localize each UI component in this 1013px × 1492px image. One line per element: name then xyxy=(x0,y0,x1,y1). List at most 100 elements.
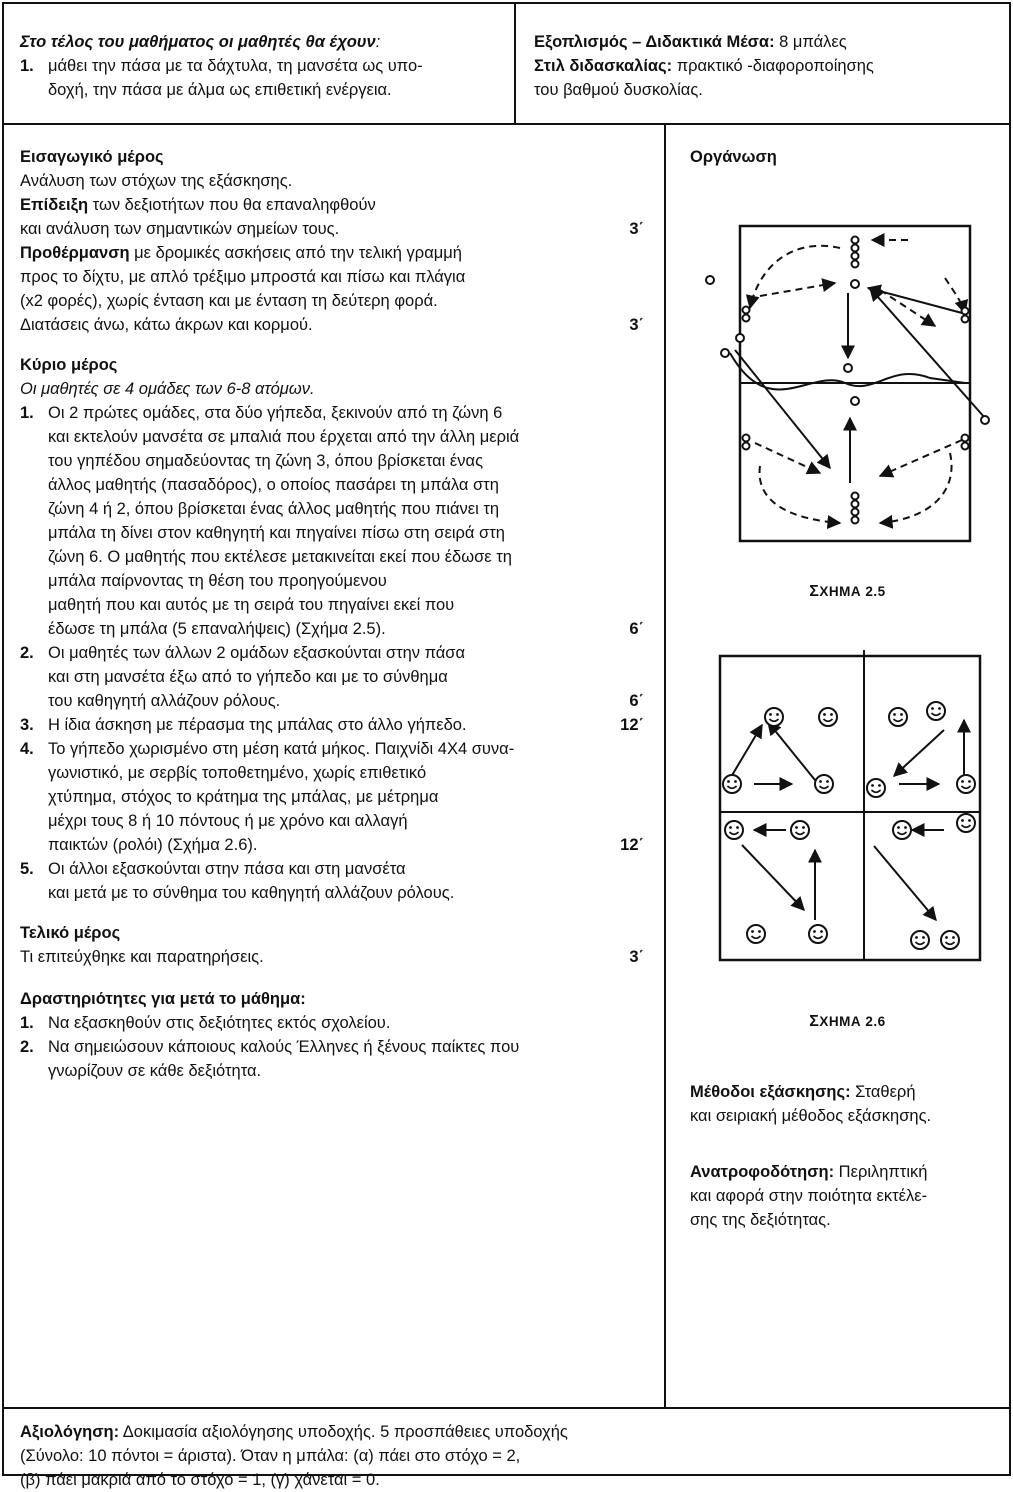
objectives-title: Στο τέλος του μαθήματος οι μαθητές θα έχ… xyxy=(20,33,376,51)
smiley-face-icon xyxy=(722,774,742,794)
figure-2-5-caption: ΣΧΗΜΑ 2.5 xyxy=(809,583,886,600)
smiley-face-icon xyxy=(818,707,838,727)
intro-title: Εισαγωγικό μέρος xyxy=(20,148,164,166)
evaluation-box: Αξιολόγηση: Δοκιμασία αξιολόγησης υποδοχ… xyxy=(20,1423,568,1489)
player-marker xyxy=(850,235,860,245)
equipment-label: Εξοπλισμός – Διδακτικά Μέσα: xyxy=(534,33,775,51)
main-item-line: Οι 2 πρώτες ομάδες, στα δύο γήπεδα, ξεκι… xyxy=(48,404,503,422)
organization-title: Οργάνωση xyxy=(690,148,777,166)
time-label: 3΄ xyxy=(629,316,644,334)
smiley-face-icon xyxy=(814,774,834,794)
main-item-line: ζώνη 4 ή 2, όπου βρίσκεται ένας άλλος μα… xyxy=(48,500,500,518)
ball-icon xyxy=(843,363,853,373)
organization-title-box: Οργάνωση xyxy=(690,145,1005,169)
main-item-line: Οι μαθητές των άλλων 2 ομάδων εξασκούντα… xyxy=(48,644,466,662)
main-item-number: 4. xyxy=(20,740,34,758)
style-value: πρακτικό -διαφοροποίησης xyxy=(672,57,874,75)
dashed-arrow xyxy=(754,442,822,475)
header-column-divider xyxy=(514,2,516,123)
player-marker xyxy=(850,251,860,261)
player-marker xyxy=(741,433,751,443)
player-marker xyxy=(850,491,860,501)
main-items-list: 1.Οι 2 πρώτες ομάδες, στα δύο γήπεδα, ξε… xyxy=(20,401,652,905)
footer-divider xyxy=(2,1407,1011,1409)
main-item: 4. Το γήπεδο χωρισμένο στη μέση κατά μήκο… xyxy=(20,737,652,857)
figure-2-5-court-diagram xyxy=(705,224,990,543)
header-divider xyxy=(2,123,1011,125)
lesson-body: Εισαγωγικό μέρος Ανάλυση των στόχων της … xyxy=(20,145,652,1083)
ball-icon xyxy=(980,415,990,425)
dashed-arrow xyxy=(745,244,841,310)
intro-line: και ανάλυση των σημαντικών σημείων τους. xyxy=(20,220,340,238)
after-item: 2. Να σημειώσουν κάποιους καλούς Έλληνες… xyxy=(20,1038,520,1080)
objective-line: δοχή, την πάσα με άλμα ως επιθετική ενέρ… xyxy=(48,81,392,99)
solid-arrow xyxy=(873,845,937,922)
smiley-face-icon xyxy=(888,707,908,727)
methods-label: Μέθοδοι εξάσκησης: xyxy=(690,1083,851,1101)
equipment-box: Εξοπλισμός – Διδακτικά Μέσα: 8 μπάλες Στ… xyxy=(534,30,1004,102)
smiley-face-icon xyxy=(940,930,960,950)
main-item-line: του γηπέδου σημαδεύοντας τη ζώνη 3, όπου… xyxy=(48,452,484,470)
main-item-line: μέχρι τους 8 ή 10 πόντους ή με χρόνο και… xyxy=(48,812,408,830)
after-title: Δραστηριότητες για μετά το μάθημα: xyxy=(20,990,306,1008)
player-marker xyxy=(960,441,970,451)
ball-icon xyxy=(850,279,860,289)
dashed-arrow xyxy=(878,439,963,478)
ball-icon xyxy=(850,396,860,406)
main-item-line: Το γήπεδο χωρισμένο στη μέση κατά μήκος.… xyxy=(48,740,515,758)
main-title: Κύριο μέρος xyxy=(20,356,118,374)
time-label: 12΄ xyxy=(620,716,644,734)
objective-number: 1. xyxy=(20,57,34,75)
main-item-line: μπάλα τη δίνει στον καθηγητή και πηγαίνε… xyxy=(48,524,505,542)
main-item-line: Η ίδια άσκηση με πέρασμα της μπάλας στο … xyxy=(48,716,467,734)
ball-icon xyxy=(720,348,730,358)
main-item-line: Οι άλλοι εξασκούνται στην πάσα και στη μ… xyxy=(48,860,406,878)
main-item-line: μπάλα παίρνοντας τη θέση του προηγούμενο… xyxy=(48,572,387,590)
dashed-arrow xyxy=(759,278,837,297)
solid-arrow xyxy=(767,720,820,786)
player-marker xyxy=(850,259,860,269)
player-marker xyxy=(850,507,860,517)
time-label: 6΄ xyxy=(629,692,644,710)
main-item-number: 2. xyxy=(20,644,34,662)
court-outline xyxy=(718,654,982,962)
smiley-face-icon xyxy=(926,701,946,721)
main-item-line: μαθητή που και αυτός με τη σειρά του πηγ… xyxy=(48,596,455,614)
main-item-number: 3. xyxy=(20,716,34,734)
main-item-line: παικτών (ρολόι) (Σχήμα 2.6). xyxy=(48,836,258,854)
final-line: Τι επιτεύχθηκε και παρατηρήσεις. xyxy=(20,948,264,966)
after-item: 1. Να εξασκηθούν στις δεξιότητες εκτός σ… xyxy=(20,1014,391,1032)
feedback-label: Ανατροφοδότηση: xyxy=(690,1163,835,1181)
main-item: 3. Η ίδια άσκηση με πέρασμα της μπάλας στ… xyxy=(20,713,652,737)
player-marker xyxy=(741,441,751,451)
main-item: 2. Οι μαθητές των άλλων 2 ομάδων εξασκούν… xyxy=(20,641,652,713)
player-marker xyxy=(850,243,860,253)
solid-arrow xyxy=(727,723,763,783)
figure-2-6-court-diagram xyxy=(718,650,982,962)
objective-line: μάθει την πάσα με τα δάχτυλα, τη μανσέτα… xyxy=(48,57,423,75)
intro-line: προς το δίχτυ, με απλό τρέξιμο μπροστά κ… xyxy=(20,268,466,286)
dashed-arrow xyxy=(879,289,937,327)
smiley-face-icon xyxy=(724,820,744,840)
warmup-label: Προθέρμανση xyxy=(20,244,130,262)
main-item-line: γωνιστικό, με σερβίς τοποθετημένο, χωρίς… xyxy=(48,764,427,782)
main-item: 1.Οι 2 πρώτες ομάδες, στα δύο γήπεδα, ξε… xyxy=(20,401,652,641)
time-label: 12΄ xyxy=(620,836,644,854)
smiley-face-icon xyxy=(956,813,976,833)
main-item-number: 5. xyxy=(20,860,34,878)
main-item-line: και εκτελούν μανσέτα σε μπαλιά που έρχετ… xyxy=(48,428,520,446)
rotation-paths xyxy=(745,233,969,530)
main-item-line: και στη μανσέτα έξω από το γήπεδο και με… xyxy=(48,668,448,686)
smiley-face-icon xyxy=(746,924,766,944)
main-item-line: χτύπημα, στόχος το κράτημα της μπάλας, μ… xyxy=(48,788,439,806)
main-item: 5. Οι άλλοι εξασκούνται στην πάσα και στη… xyxy=(20,857,652,905)
ball-trajectory xyxy=(729,352,966,391)
player-marker xyxy=(850,515,860,525)
player-marker xyxy=(741,305,751,315)
solid-arrow xyxy=(866,284,963,314)
smiley-face-icon xyxy=(764,707,784,727)
evaluation-label: Αξιολόγηση: xyxy=(20,1423,120,1441)
smiley-face-icon xyxy=(866,778,886,798)
smiley-face-icon xyxy=(892,820,912,840)
